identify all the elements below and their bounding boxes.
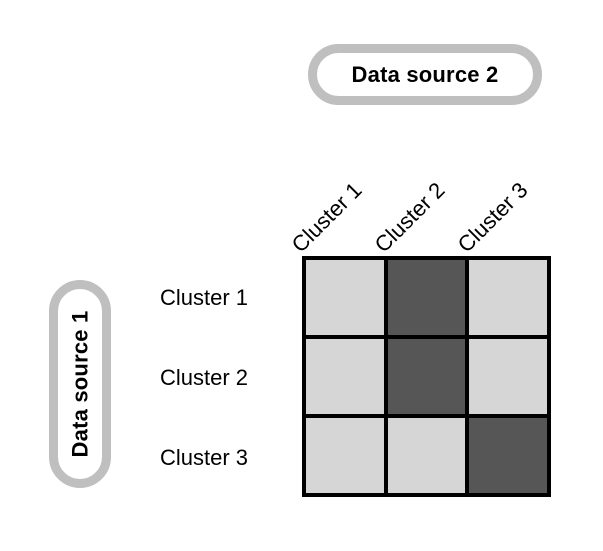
column-header-cluster-3: Cluster 3 xyxy=(452,177,533,258)
matrix-cell xyxy=(306,260,384,335)
matrix-cell xyxy=(469,260,547,335)
column-header-cluster-1: Cluster 1 xyxy=(286,177,367,258)
matrix-cell xyxy=(469,418,547,493)
data-source-1-label-text: Data source 1 xyxy=(67,310,93,458)
matrix-cell xyxy=(387,260,466,335)
matrix-cell xyxy=(387,339,466,414)
matrix-cell xyxy=(306,339,384,414)
data-source-2-label-text: Data source 2 xyxy=(351,61,499,87)
row-header-cluster-3: Cluster 3 xyxy=(160,445,249,470)
data-source-2-label-pill: Data source 2 xyxy=(308,44,542,105)
row-header-cluster-1: Cluster 1 xyxy=(160,285,249,310)
column-header-cluster-2: Cluster 2 xyxy=(369,177,450,258)
data-source-1-label-pill: Data source 1 xyxy=(49,280,111,488)
row-header-cluster-2: Cluster 2 xyxy=(160,365,249,390)
matrix-cell xyxy=(469,339,547,414)
matrix-cell xyxy=(387,418,466,493)
cluster-overlap-matrix xyxy=(302,256,551,497)
matrix-cell xyxy=(306,418,384,493)
